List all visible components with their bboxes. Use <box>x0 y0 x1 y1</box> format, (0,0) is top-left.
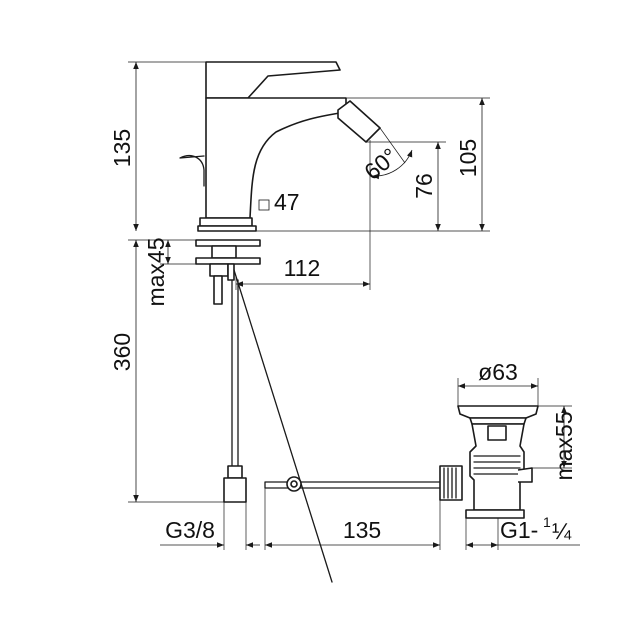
pop-up-rod <box>233 269 333 583</box>
hose-ferrule <box>227 465 243 479</box>
label-47: 47 <box>274 189 300 215</box>
stud <box>213 275 223 305</box>
faucet-handle <box>205 61 341 99</box>
label-135-vertical: 135 <box>109 129 135 167</box>
drain-assembly <box>439 405 539 519</box>
mounting-assembly <box>195 239 261 305</box>
drain-cap <box>457 405 539 419</box>
faucet-assembly <box>179 61 381 232</box>
flexible-hose <box>223 279 247 503</box>
drain-lever-knurl <box>443 467 457 499</box>
pop-up-rod-assembly <box>233 269 441 583</box>
label-360: 360 <box>109 333 135 371</box>
label-135-horizontal: 135 <box>343 517 381 543</box>
base-ring <box>197 225 257 232</box>
lock-nut <box>209 263 229 277</box>
dim-arc-60 <box>371 149 413 180</box>
drain-window <box>487 425 507 441</box>
flex-hose-sleeve <box>227 263 235 281</box>
top-washer <box>195 239 261 247</box>
label-diameter-63: ø63 <box>478 359 518 385</box>
label-g1-fraction-top: 1 <box>543 514 551 530</box>
label-105: 105 <box>455 139 481 177</box>
label-max45: max45 <box>143 237 169 306</box>
drain-tailpiece <box>465 509 525 519</box>
threaded-shank <box>211 245 237 259</box>
square-symbol <box>258 199 270 211</box>
faucet-body <box>205 97 347 219</box>
pop-up-lever <box>179 155 205 187</box>
label-60-deg: 60° <box>359 143 402 185</box>
label-max55: max55 <box>551 411 577 480</box>
label-g1-main: G1- <box>500 517 538 543</box>
rod-clip-pivot <box>290 480 298 488</box>
dimension-lines <box>133 62 580 548</box>
label-g1-fraction: ¼ <box>552 518 572 544</box>
label-112: 112 <box>284 255 321 281</box>
drain-outlet-right <box>517 467 533 483</box>
hose-nut <box>223 477 247 503</box>
drain-flange <box>469 417 527 425</box>
bottom-washer <box>195 257 261 265</box>
extension-lines <box>128 61 572 550</box>
base-plate <box>199 217 253 227</box>
label-g38: G3/8 <box>165 517 215 543</box>
aerator-nozzle <box>337 100 381 143</box>
label-76: 76 <box>411 173 437 199</box>
drain-thread-lines <box>473 455 521 475</box>
drain-lever-housing <box>439 465 463 501</box>
